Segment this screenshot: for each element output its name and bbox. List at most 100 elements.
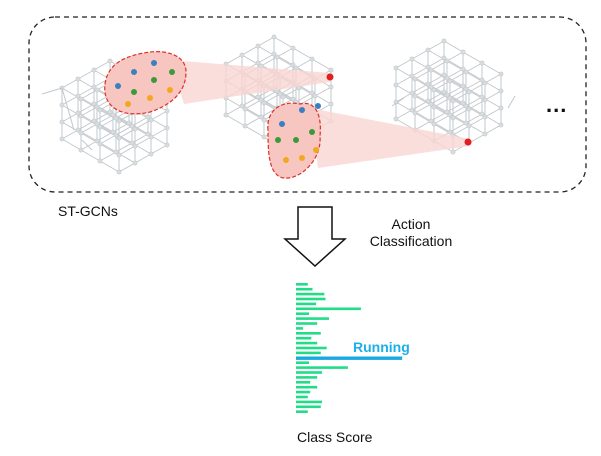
grid-edge [427,40,445,51]
grid-node [107,109,113,115]
joint-node [167,87,173,93]
class-score-bar [296,351,321,355]
grid-node [431,87,437,93]
grid-edge [414,103,432,114]
grid-node [466,123,472,129]
grid-edge [311,58,332,71]
grid-edge [150,127,168,138]
grid-node [479,60,485,66]
grid-edge [465,96,483,107]
grid-edge [292,47,313,60]
grid-node [75,110,81,116]
grid-edge [150,110,168,121]
grid-node [113,149,119,155]
joint-node [283,157,289,163]
joint-node [131,89,137,95]
grid-node [460,83,466,89]
grid-edge [257,53,275,64]
class-score-bar [296,307,361,311]
grid-node [280,94,286,100]
grid-node [441,72,447,78]
class-score-bar [296,371,322,374]
grid-edge [93,60,111,71]
grid-node [450,115,456,121]
grid-edge [118,128,136,139]
grid-node [479,94,485,100]
grid-node [261,134,267,140]
grid-node [463,69,469,75]
grid-edge [61,95,79,106]
grid-node [239,52,245,58]
grid-node [428,118,434,124]
grid-node [271,51,277,57]
grid-edge [81,139,93,151]
joint-node [293,137,299,143]
grid-edge [395,58,413,69]
grid-node [409,56,415,62]
grid-node [59,102,65,108]
grid-node [116,169,122,175]
grid-node [94,121,100,127]
grid-edge [314,86,332,97]
grid-node [91,84,97,90]
grid-node [271,34,277,40]
grid-node [110,129,116,135]
grid-node [132,143,138,149]
grid-node [393,82,399,88]
action-label-line1: Action [391,216,431,232]
grid-node [328,101,334,107]
grid-node [148,134,154,140]
grid-edge [80,123,98,134]
grid-node [441,55,447,61]
grid-node [94,104,100,110]
grid-node [412,110,418,116]
grid-edge [414,86,432,97]
class-score-bar [296,366,348,369]
grid-node [463,120,469,126]
grid-edge [507,95,516,109]
grid-edge [446,51,464,62]
grid-node [97,107,103,113]
grid-node [78,96,84,102]
grid-node [498,105,504,111]
grid-node [409,90,415,96]
grid-edge [80,106,98,117]
grid-edge [433,97,451,108]
grid-node [463,86,469,92]
grid-edge [99,160,120,173]
grid-node [97,158,103,164]
grid-edge [244,125,265,138]
grid-edge [295,58,313,69]
class-score-bar [296,400,322,404]
grid-edge [484,90,502,101]
grid-edge [484,73,502,84]
grid-edge [260,56,278,67]
grid-node [312,93,318,99]
target-node-2 [464,138,472,146]
grid-node [409,73,415,79]
grid-node [129,123,135,129]
grid-edge [411,66,429,77]
grid-edge [61,78,79,89]
grid-node [129,140,135,146]
joint-node [275,137,281,143]
grid-node [290,62,296,68]
grid-edge [468,133,486,144]
grid-node [94,138,100,144]
grid-edge [244,116,262,127]
joint-nodes [115,60,321,163]
grid-node [59,136,65,142]
grid-node [447,95,453,101]
grid-node [441,38,447,44]
grid-node [441,89,447,95]
grid-node [97,141,103,147]
grid-node [145,131,151,137]
grid-edge [273,36,294,49]
class-score-bar [296,292,325,296]
grid-edge [99,151,117,162]
grid-node [450,98,456,104]
grid-node [447,78,453,84]
grid-edge [225,105,243,116]
class-score-bar [296,405,321,409]
grid-edge [80,140,98,151]
